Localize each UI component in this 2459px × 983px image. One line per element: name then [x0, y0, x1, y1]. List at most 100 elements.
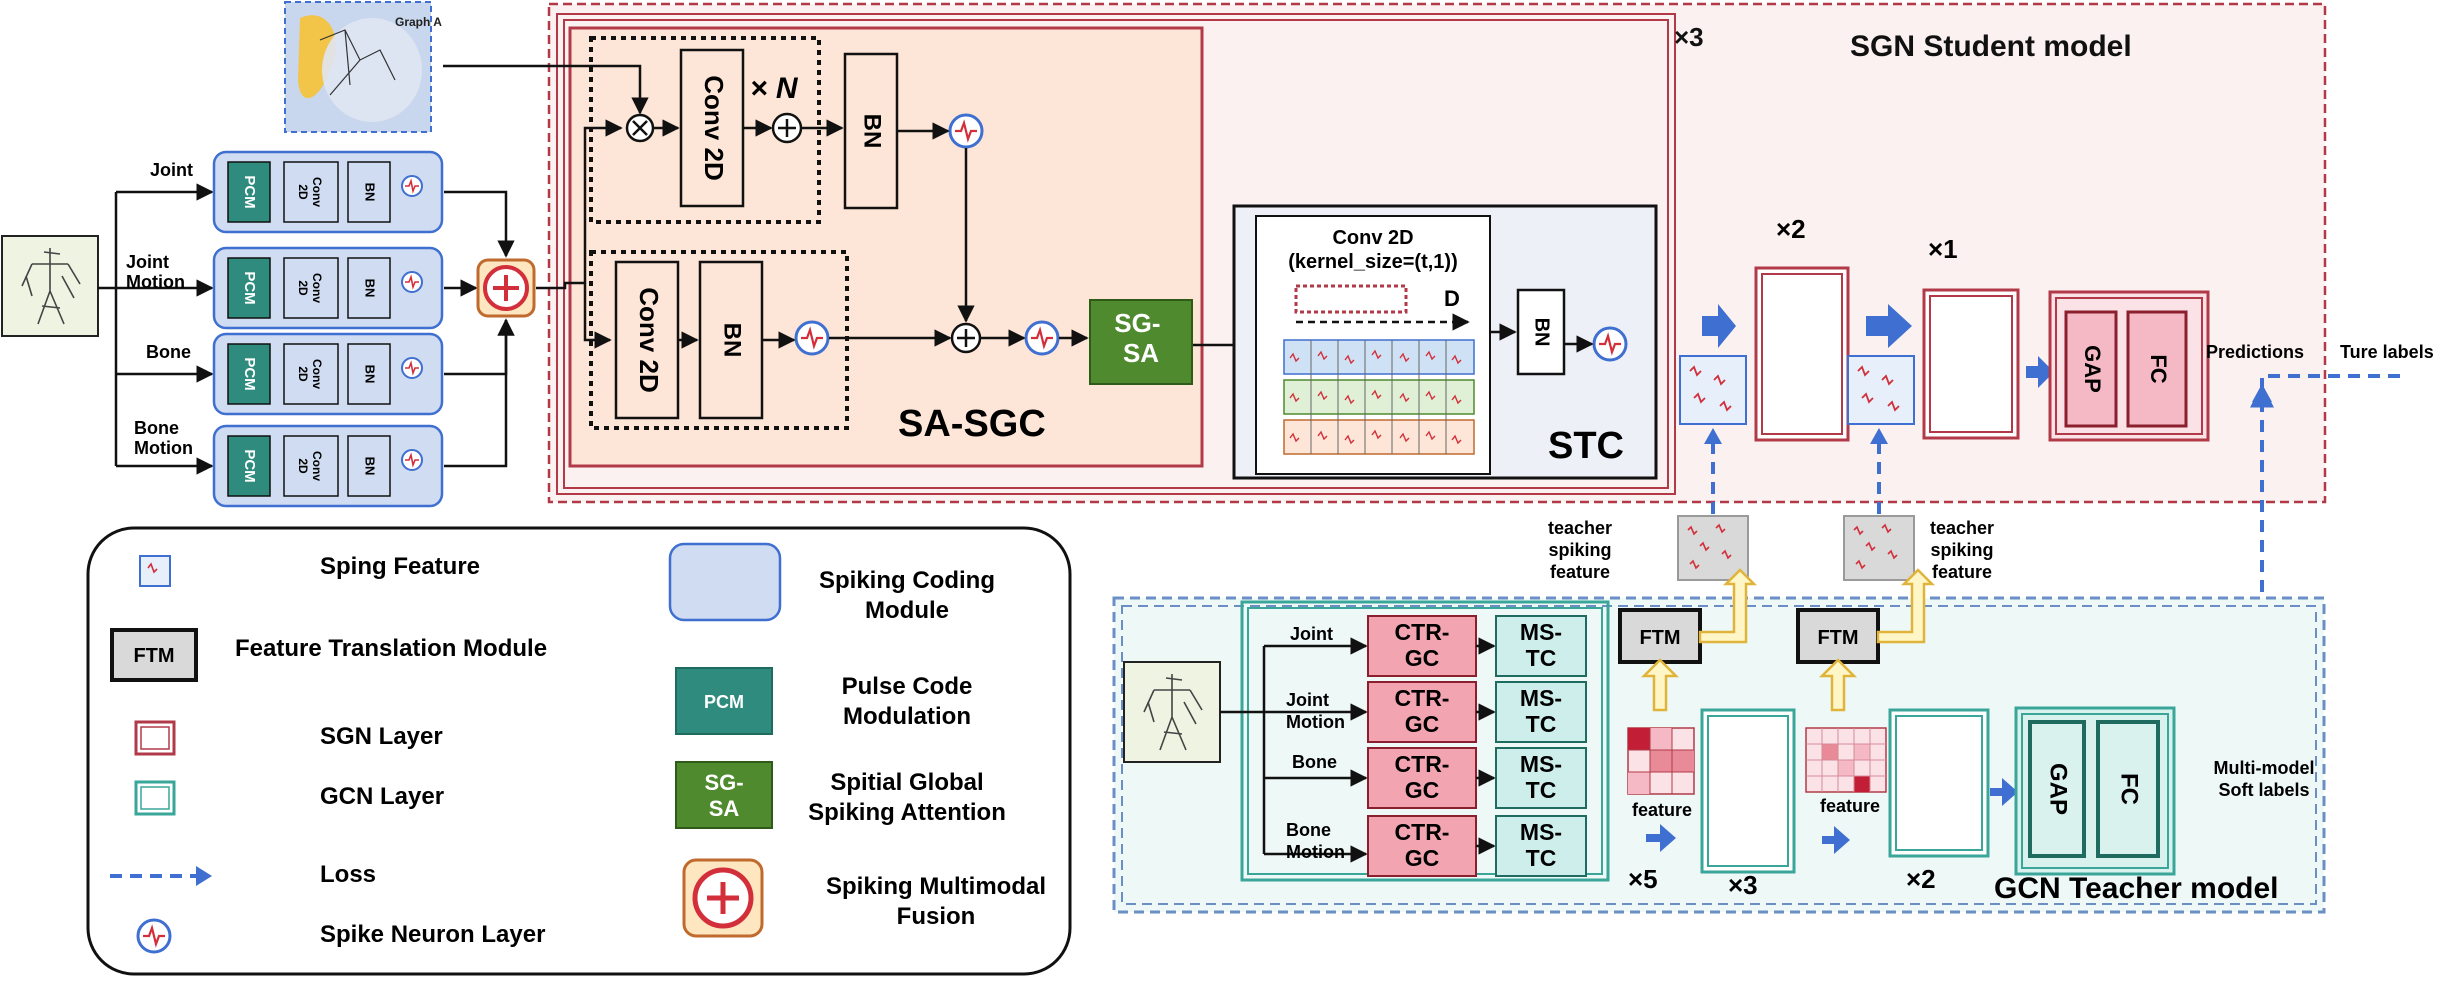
legend-label: SGN Layer — [320, 723, 443, 750]
up-arrow-icon — [1698, 568, 1758, 644]
ftm-label-2: FTM — [1817, 627, 1858, 649]
ctr-gc-label: CTR-GC — [1395, 685, 1450, 737]
up-arrow-icon — [1876, 568, 1936, 644]
sg-sa-icon-label: SG-SA — [704, 770, 743, 821]
sasgc-conv2d-top-label: Conv 2D — [699, 75, 729, 180]
teacher-title: GCN Teacher model — [1994, 872, 2279, 905]
ms-tc-block — [1495, 681, 1587, 743]
fusion-icon — [682, 858, 764, 938]
sgn-layer-icon — [134, 720, 176, 756]
pcm-block — [227, 161, 271, 223]
teacher-gap — [2028, 720, 2086, 858]
teacher-repeat-x5: ×5 — [1628, 864, 1658, 894]
arrow-right-icon — [1990, 778, 2018, 806]
multiply-op-icon — [625, 113, 655, 143]
conv2d-label: Conv2D — [296, 451, 324, 481]
predictions-label: Predictions — [2206, 342, 2304, 362]
sasgc-label: SA-SGC — [898, 403, 1046, 445]
student-repeat-label: ×3 — [1674, 22, 1704, 52]
student-gap-label: GAP — [2080, 345, 2105, 393]
ms-tc-label: MS-TC — [1520, 751, 1562, 803]
stc-d-label: D — [1444, 286, 1460, 311]
spike-neuron-icon — [401, 175, 423, 197]
teacher-spiking-feature-icon — [1843, 515, 1915, 581]
pcm-block — [227, 435, 271, 497]
conv2d-block — [283, 435, 339, 497]
student-fc-label: FC — [2146, 354, 2171, 383]
ms-tc-label: MS-TC — [1520, 685, 1562, 737]
bn-label: BN — [363, 365, 378, 384]
conv2d-block — [283, 257, 339, 319]
spike-neuron-icon — [794, 320, 830, 356]
stc-conv-title: Conv 2D — [1332, 227, 1413, 249]
times-n-label: × N — [750, 72, 799, 105]
teacher-repeat-x3: ×3 — [1728, 870, 1758, 900]
ftm-icon: FTM — [110, 628, 198, 682]
input-branch-arrows — [98, 183, 214, 475]
sasgc-bn-bottom-label: BN — [719, 323, 746, 358]
ms-tc-block — [1495, 747, 1587, 809]
legend-label: Sping Feature — [320, 553, 480, 580]
teacher-modality-label: Joint — [1290, 624, 1333, 644]
ctr-gc-label: CTR-GC — [1395, 819, 1450, 871]
arrow-right-icon — [1702, 304, 1736, 348]
modality-label: Bone — [146, 342, 191, 362]
bn-block — [347, 257, 391, 319]
feature-label-1: feature — [1632, 800, 1692, 820]
true-labels-label: Ture labels — [2340, 342, 2434, 362]
arrow-right-icon — [2026, 356, 2054, 388]
sa-sgc-block: Conv 2D × N BN Conv 2D BN SG- SA SA-SGC — [443, 26, 1256, 468]
ctr-gc-label: CTR-GC — [1395, 619, 1450, 671]
sg-sa-line-2: SA — [1123, 338, 1159, 368]
ms-tc-label: MS-TC — [1520, 619, 1562, 671]
pcm-label: PCM — [241, 357, 258, 390]
input-skeleton — [1, 235, 99, 337]
sasgc-bn-bottom — [698, 260, 764, 420]
conv2d-block — [283, 161, 339, 223]
pcm-icon — [675, 667, 773, 735]
add-op-icon — [950, 322, 982, 354]
ftm-label-1: FTM — [1639, 627, 1680, 649]
bn-label: BN — [363, 183, 378, 202]
sg-sa-block — [1089, 299, 1193, 385]
feature-label-2: feature — [1820, 796, 1880, 816]
sasgc-conv2d-top — [679, 48, 745, 208]
sgn-layer-x1 — [1922, 288, 2020, 440]
heatmap-feature-1 — [1627, 727, 1695, 795]
bn-label: BN — [363, 457, 378, 476]
pcm-label: PCM — [241, 175, 258, 208]
conv2d-block — [283, 343, 339, 405]
pcm-block — [227, 257, 271, 319]
spike-neuron-icon — [1024, 320, 1060, 356]
spike-neuron-icon — [136, 918, 172, 954]
bn-block — [347, 435, 391, 497]
stc-bn-label: BN — [1531, 318, 1553, 347]
student-title: SGN Student model — [1850, 30, 2132, 63]
sgn-layer-x2 — [1754, 266, 1850, 442]
pcm-label: PCM — [241, 271, 258, 304]
spike-neuron-icon — [401, 357, 423, 379]
sg-sa-label: SG- SA — [1114, 308, 1167, 368]
bn-block — [347, 161, 391, 223]
conv2d-label: Conv2D — [296, 177, 324, 207]
sasgc-conv2d-bottom — [614, 260, 680, 420]
ctr-gc-label: CTR-GC — [1395, 751, 1450, 803]
arrow-right-icon — [1646, 824, 1676, 852]
ms-tc-label: MS-TC — [1520, 819, 1562, 871]
legend-label: Spike Neuron Layer — [320, 921, 545, 948]
bn-block — [347, 343, 391, 405]
teacher-fc-label: FC — [2116, 773, 2143, 805]
pcm-block — [227, 343, 271, 405]
